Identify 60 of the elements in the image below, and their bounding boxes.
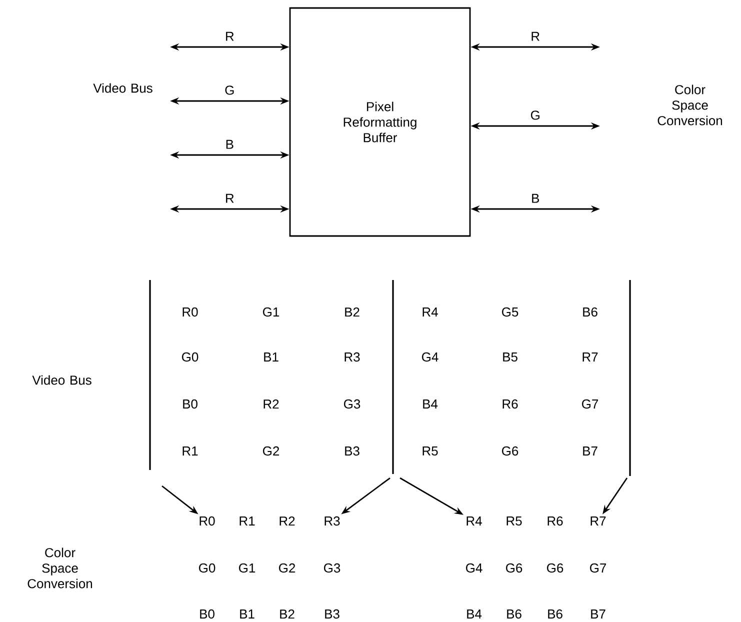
side-label: Color Space Conversion [658, 84, 722, 126]
edge-label: G [530, 110, 540, 120]
grid-cell-text: B2 [345, 307, 360, 317]
grid-cell-text: B5 [503, 352, 518, 362]
grid-cell-text: B1 [264, 352, 278, 362]
grid-cell-text: G7 [590, 563, 606, 573]
grid-cell-text: R2 [280, 516, 295, 526]
grid-cell-text: B6 [507, 609, 522, 619]
grid-cell-text: G6 [547, 563, 564, 573]
edge-label: B [226, 140, 234, 149]
edge-label: B [532, 194, 539, 203]
side-label: Color Space Conversion [28, 548, 92, 588]
grid-cell-text: G6 [506, 563, 522, 573]
grid-cell-text: B6 [583, 307, 598, 317]
edge-label: R [532, 32, 540, 41]
grid-cell-text: G2 [263, 446, 280, 456]
grid-cell-text: R0 [182, 307, 198, 317]
grid-cell-text: B6 [548, 609, 562, 619]
grid-cell-text: R3 [344, 352, 360, 362]
edge-label: G [225, 86, 234, 95]
grid-cell-text: G2 [279, 563, 296, 573]
grid-cell-text: B3 [345, 446, 360, 456]
grid-cell-text: G4 [466, 563, 482, 573]
grid-cell-text: R5 [506, 516, 522, 526]
grid-cell-text: G5 [502, 307, 518, 317]
grid-cell-text: G0 [199, 563, 216, 573]
grid-cell-text: R3 [324, 516, 340, 526]
grid-cell-text: B4 [467, 610, 482, 618]
grid-cell-text: G0 [182, 352, 198, 362]
side-label: Video Bus [32, 375, 92, 385]
grid-cell-text: R1 [240, 516, 255, 526]
grid-cell-text: G6 [502, 446, 518, 456]
grid-cell-text: G1 [263, 307, 280, 317]
side-label: Video Bus [93, 83, 152, 93]
grid-cell-text: R6 [548, 516, 563, 526]
edge-label: R [226, 194, 234, 203]
grid-cell-text: R7 [582, 352, 598, 362]
grid-cell-text: R4 [422, 308, 438, 316]
grid-cell-text: G7 [582, 399, 598, 409]
grid-cell-text: R0 [200, 516, 215, 526]
grid-cell-text: B2 [280, 609, 294, 619]
grid-cell-text: B1 [240, 610, 254, 618]
grid-cell-text: G3 [324, 563, 340, 573]
grid-cell-text: R2 [264, 399, 279, 409]
grid-cell-text: R7 [590, 516, 606, 526]
grid-cell-text: R4 [466, 516, 482, 526]
grid-cell-text: B7 [583, 446, 598, 456]
grid-cell-text: B4 [423, 400, 438, 408]
grid-cell-text: G4 [422, 352, 438, 362]
grid-cell-text: B0 [200, 609, 214, 619]
grid-cell-text: G3 [344, 399, 360, 409]
grid-cell-text: B3 [325, 609, 340, 619]
grid-cell-text: R1 [182, 446, 198, 456]
grid-cell-text: R6 [502, 399, 518, 409]
grid-cell-text: R5 [422, 446, 438, 456]
buffer-box: Pixel Reformatting Buffer [289, 7, 471, 237]
grid-cell-text: B0 [183, 399, 198, 409]
grid-cell-text: B7 [591, 610, 606, 618]
grid-cell-text: G1 [239, 563, 256, 573]
edge-label: R [226, 32, 234, 41]
